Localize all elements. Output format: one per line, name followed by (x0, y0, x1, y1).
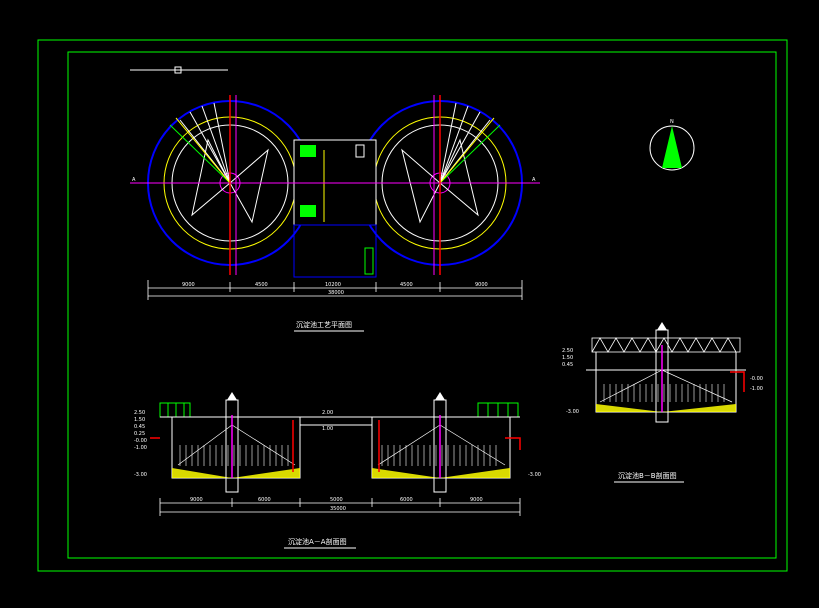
aa-elev-1: 2.50 (134, 410, 145, 416)
aa-elev-7: -3.00 (134, 472, 147, 478)
plan-dim-1: 9000 (182, 282, 195, 288)
aa-dim-1: 9000 (190, 497, 203, 503)
scraper-slats-right (381, 445, 497, 466)
aa-dim-5: 9000 (470, 497, 483, 503)
plan-dim-2: 4500 (255, 282, 268, 288)
scraper-slats-left (179, 445, 289, 466)
scraper-slats-bb (603, 384, 725, 402)
aa-elev-8: -3.00 (528, 472, 541, 478)
section-bb-title: 沉淀池B－B剖面图 (618, 471, 677, 480)
bb-elev-2: 1.50 (562, 355, 573, 361)
aa-inner-label-1: 2.00 (322, 410, 333, 416)
aa-elev-5: -0.00 (134, 438, 147, 444)
section-aa-title: 沉淀池A－A剖面图 (288, 537, 347, 546)
section-aa: 9000 6000 5000 6000 9000 35000 2.50 1.50… (134, 392, 541, 549)
aa-dim-4: 6000 (400, 497, 413, 503)
plan-dim-4: 4500 (400, 282, 413, 288)
bb-elev-4: -0.00 (750, 376, 763, 382)
aa-inner-label-2: 1.00 (322, 426, 333, 432)
outer-frame (37, 39, 788, 572)
aa-elev-6: -1.00 (134, 445, 147, 451)
plan-dim-5: 9000 (475, 282, 488, 288)
plan-title: 沉淀池工艺平面图 (296, 320, 352, 329)
bb-elev-6: -3.00 (566, 409, 579, 415)
aa-dim-2: 6000 (258, 497, 271, 503)
plan-dim-3: 10200 (325, 282, 341, 288)
bb-elev-1: 2.50 (562, 348, 573, 354)
section-marker-right: A (532, 177, 536, 183)
bb-elev-3: 0.45 (562, 362, 573, 368)
aa-elev-2: 1.50 (134, 417, 145, 423)
plan-view: A A 9000 4500 10200 4500 9000 38000 沉淀池工… (130, 95, 540, 332)
aa-elev-3: 0.45 (134, 424, 145, 430)
bb-elev-5: -1.00 (750, 386, 763, 392)
section-bb: 2.50 1.50 0.45 -0.00 -1.00 -3.00 沉淀池B－B剖… (562, 322, 763, 483)
north-label: N (670, 119, 674, 125)
aa-dim-3: 5000 (330, 497, 343, 503)
aa-overall-dim: 35000 (330, 506, 346, 512)
scale-bar (130, 66, 228, 74)
plan-overall-dim: 38000 (328, 290, 344, 296)
section-marker-left: A (132, 177, 136, 183)
north-arrow: N (649, 119, 695, 171)
inner-frame (67, 51, 777, 559)
aa-elev-4: 0.25 (134, 431, 145, 437)
